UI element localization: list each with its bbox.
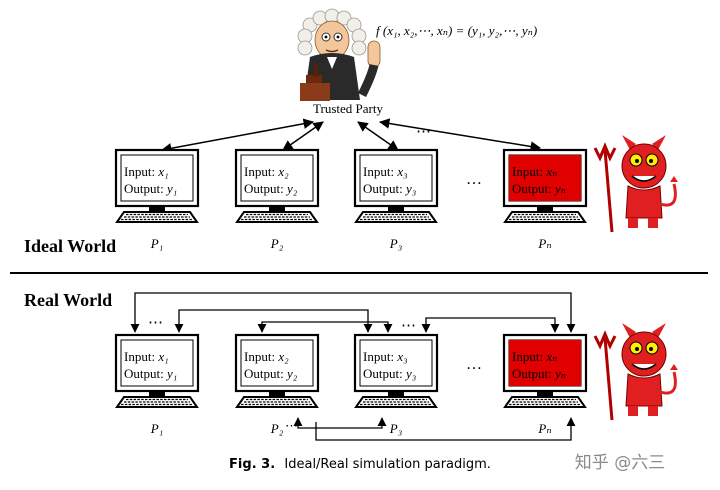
ideal-world-arrows xyxy=(160,118,542,154)
ideal-between-ellipsis: … xyxy=(466,171,482,188)
svg-text:Output: y₂: Output: y₂ xyxy=(244,181,298,196)
trusted-party-formula: f (x₁, x₂,⋯, xₙ) = (y₁, y₂,⋯, yₙ) xyxy=(376,23,537,38)
svg-text:Output: y₁: Output: y₁ xyxy=(124,366,177,381)
svg-text:Input: xₙ: Input: xₙ xyxy=(512,349,557,364)
real-party-2: Input: x₂ Output: y₂ P₂ xyxy=(234,333,320,436)
svg-text:Output: y₁: Output: y₁ xyxy=(124,181,177,196)
ideal-party-2: Input: x₂ Output: y₂ P₂ xyxy=(234,148,320,251)
ideal-arrow-ellipsis: ⋯ xyxy=(416,124,431,140)
ideal-party-3: Input: x₃ Output: y₃ P₃ xyxy=(353,148,439,251)
party-name: P₃ xyxy=(389,236,402,251)
real-world-title: Real World xyxy=(24,290,112,310)
devil-icon xyxy=(593,323,678,421)
party-name: P₃ xyxy=(389,421,402,436)
real-mid-ellipsis: ⋯ xyxy=(401,318,416,334)
svg-text:Input: x₁: Input: x₁ xyxy=(124,349,169,364)
ideal-world-title: Ideal World xyxy=(24,236,116,256)
svg-text:Output: yₙ: Output: yₙ xyxy=(512,366,566,381)
ideal-party-1: Input: x₁ Output: y₁ P₁ xyxy=(114,148,200,251)
ideal-party-n: Input: xₙ Output: yₙ Pₙ xyxy=(502,148,588,251)
svg-text:Input: xₙ: Input: xₙ xyxy=(512,164,557,179)
svg-text:Input: x₃: Input: x₃ xyxy=(363,164,408,179)
real-between-ellipsis: … xyxy=(466,356,482,373)
party-name: Pₙ xyxy=(537,421,551,436)
svg-text:Input: x₂: Input: x₂ xyxy=(244,349,289,364)
real-party-3: Input: x₃ Output: y₃ P₃ xyxy=(353,333,439,436)
devil-icon xyxy=(593,135,678,233)
svg-text:Output: y₃: Output: y₃ xyxy=(363,181,416,196)
svg-text:Output: y₃: Output: y₃ xyxy=(363,366,416,381)
figure-caption: Fig. 3. Ideal/Real simulation paradigm. xyxy=(229,456,491,472)
svg-text:Input: x₁: Input: x₁ xyxy=(124,164,169,179)
party-name: P₂ xyxy=(270,421,284,436)
party-name: P₁ xyxy=(150,421,163,436)
real-bottom-ellipsis: ⋯ xyxy=(285,418,298,433)
real-world-links xyxy=(130,292,576,441)
corrupted-screen xyxy=(509,340,581,386)
party-name: Pₙ xyxy=(537,236,551,251)
real-party-n: Input: xₙ Output: yₙ Pₙ xyxy=(502,333,588,436)
party-name: P₂ xyxy=(270,236,284,251)
judge-icon xyxy=(297,8,381,101)
watermark: 知乎 @六三 xyxy=(575,453,665,473)
svg-text:Output: y₂: Output: y₂ xyxy=(244,366,298,381)
real-left-ellipsis: ⋯ xyxy=(148,315,163,331)
corrupted-screen xyxy=(509,155,581,201)
trusted-party-label: Trusted Party xyxy=(313,101,383,116)
party-name: P₁ xyxy=(150,236,163,251)
svg-text:Input: x₂: Input: x₂ xyxy=(244,164,289,179)
real-party-1: Input: x₁ Output: y₁ P₁ xyxy=(114,333,200,436)
svg-text:Input: x₃: Input: x₃ xyxy=(363,349,408,364)
svg-text:Output: yₙ: Output: yₙ xyxy=(512,181,566,196)
